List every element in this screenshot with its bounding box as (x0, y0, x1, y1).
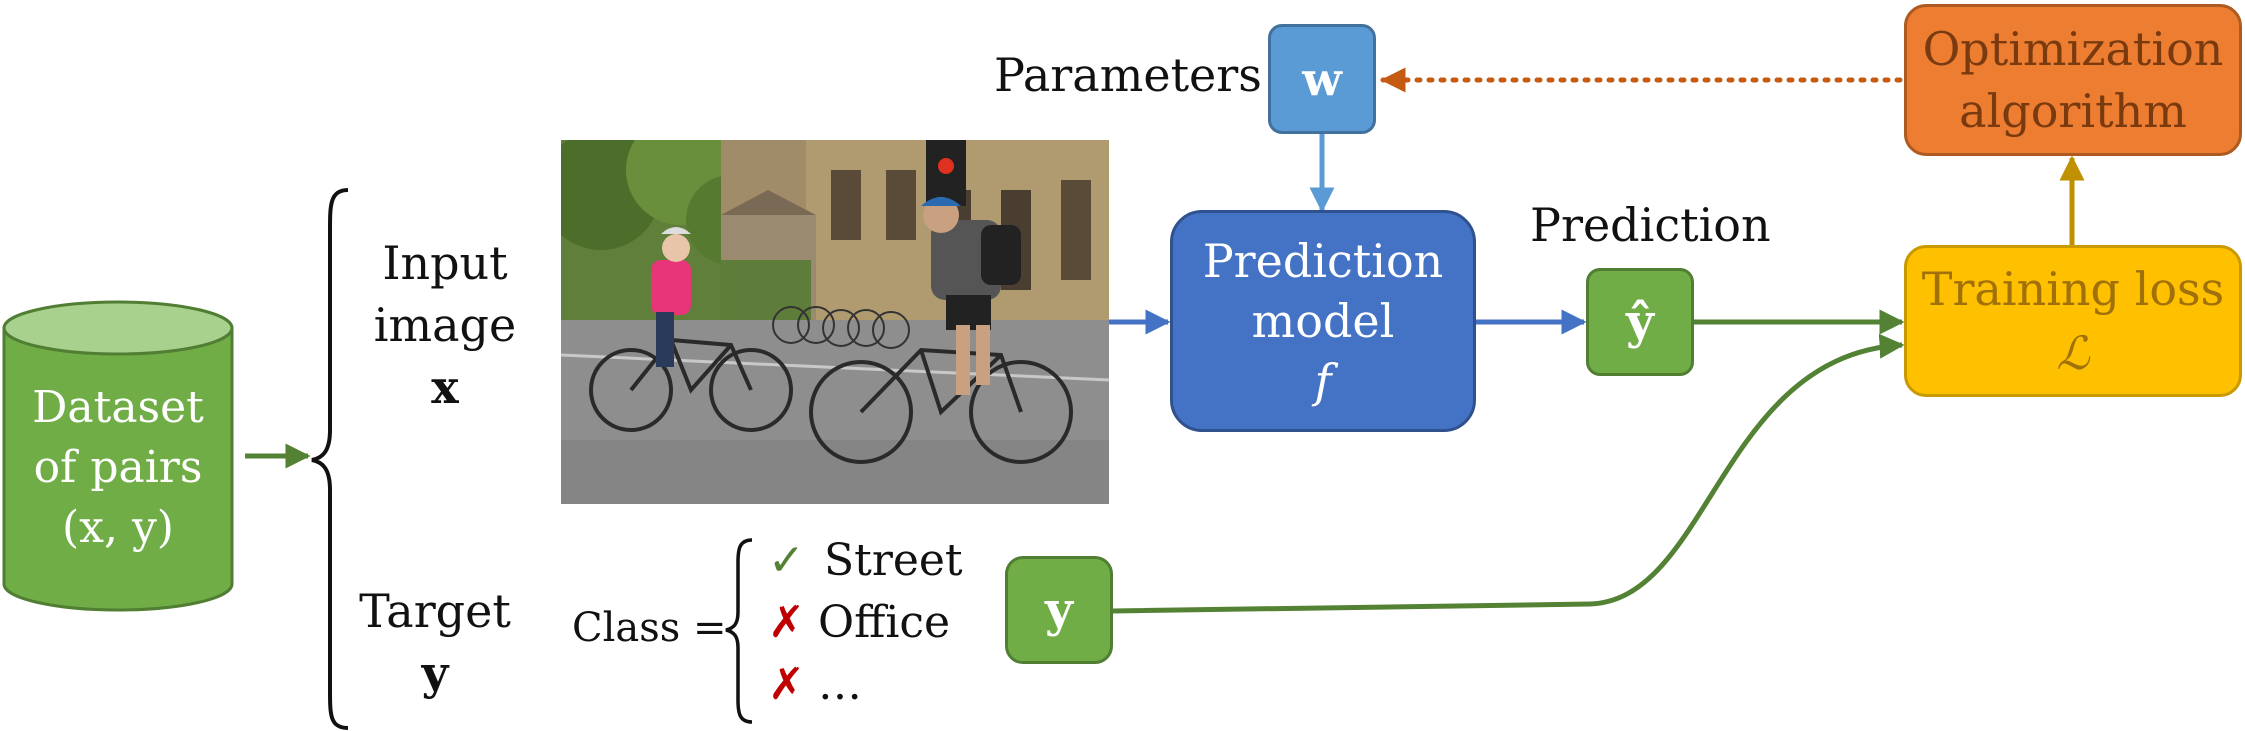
class-item-text: … (818, 659, 862, 710)
loss-line1: Training loss (1921, 262, 2225, 316)
loss-symbol: ℒ (2056, 326, 2090, 380)
class-item-street: ✓ Street (768, 530, 963, 592)
class-list: ✓Street ✗Office ✗… (768, 530, 963, 716)
class-item-more: ✗… (768, 654, 963, 716)
class-item-text: Street (824, 535, 963, 586)
input-symbol: x (431, 360, 459, 414)
check-icon: ✓ (768, 535, 805, 586)
input-photo (561, 140, 1109, 504)
dataset-line1: Dataset (32, 382, 204, 433)
target-line1: Target (359, 584, 511, 638)
model-symbol: f (1314, 354, 1332, 408)
input-image-label: Input image x (360, 232, 530, 418)
parameters-w-box: w (1268, 24, 1376, 134)
arrow-target-to-loss (1112, 333, 1905, 614)
optimizer-line1: Optimization (1922, 22, 2224, 76)
prediction-model-box: Prediction model f (1170, 210, 1476, 432)
input-line1: Input (382, 236, 508, 290)
target-symbol: y (421, 646, 449, 700)
parameters-label: Parameters (994, 48, 1262, 102)
prediction-symbol: ŷ (1626, 294, 1654, 350)
cross-icon: ✗ (768, 597, 805, 648)
target-label: Target y (350, 580, 520, 704)
dataset-line3: (x, y) (62, 502, 174, 553)
class-item-office: ✗ Office (768, 592, 963, 654)
class-item-text: Office (818, 597, 951, 648)
cross-icon: ✗ (768, 659, 805, 710)
dataset-cylinder (2, 300, 234, 612)
model-line2: model (1251, 294, 1395, 348)
input-line2: image (373, 298, 517, 352)
parameters-symbol: w (1302, 52, 1342, 106)
prediction-yhat-box: ŷ (1586, 268, 1694, 376)
model-line1: Prediction (1202, 234, 1444, 288)
class-brace (725, 538, 753, 724)
class-label: Class = (572, 605, 727, 651)
optimization-algorithm-box: Optimization algorithm (1904, 4, 2242, 156)
target-y-box: y (1005, 556, 1113, 664)
training-loss-box: Training loss ℒ (1904, 245, 2242, 397)
target-y-symbol: y (1045, 582, 1073, 638)
optimizer-line2: algorithm (1959, 84, 2187, 138)
prediction-label: Prediction (1530, 198, 1771, 252)
dataset-line2: of pairs (33, 442, 203, 493)
dataset-label: Dataset of pairs (x, y) (0, 378, 236, 558)
curly-brace (311, 188, 349, 730)
